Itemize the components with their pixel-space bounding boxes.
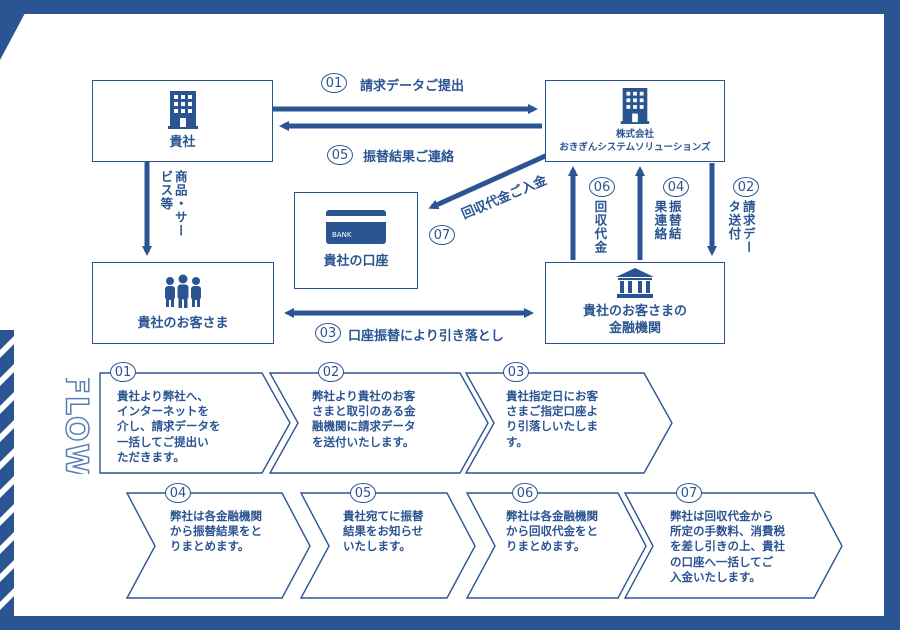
node-kisha-label: 貴社 bbox=[169, 134, 196, 150]
step-text-07: 弊社は回収代金から 所定の手数料、消費税 を差し引きの上、貴社 の口座へ一括して… bbox=[670, 509, 785, 584]
num-circle-01: 01 bbox=[321, 73, 347, 93]
step-text-06: 弊社は各金融機関 から回収代金をと りまとめます。 bbox=[506, 509, 598, 554]
people-icon bbox=[165, 274, 201, 308]
edge-label-06: 回収代金 bbox=[592, 200, 608, 254]
step-num-06: 06 bbox=[512, 483, 538, 503]
step-chevron-03 bbox=[464, 372, 673, 474]
node-customer: 貴社のお客さま bbox=[92, 262, 274, 344]
node-bank: 貴社のお客さまの 金融機関 bbox=[545, 262, 725, 344]
step-text-01: 貴社より弊社へ、 インターネットを 介し、請求データを 一括してご提出い ただき… bbox=[117, 389, 221, 464]
step-num-03: 03 bbox=[503, 362, 529, 382]
step-text-04: 弊社は各金融機関 から振替結果をと りまとめます。 bbox=[170, 509, 262, 554]
node-account: BANK 貴社の口座 bbox=[294, 192, 418, 289]
bank-building-icon bbox=[616, 268, 654, 299]
bank-card-icon: BANK bbox=[326, 210, 386, 245]
node-oki: 株式会社 おきぎんシステムソリューションズ bbox=[545, 80, 725, 162]
edge-label-01: 請求データご提出 bbox=[360, 79, 465, 94]
node-kisha: 貴社 bbox=[92, 80, 273, 162]
step-chevron-01 bbox=[99, 372, 291, 474]
step-text-05: 貴社宛てに振替 結果をお知らせ いたします。 bbox=[343, 509, 424, 554]
num-circle-04: 04 bbox=[663, 177, 689, 197]
frame-right-border bbox=[884, 0, 900, 630]
edge-label-05: 振替結果ご連絡 bbox=[363, 150, 455, 165]
edge-label-02: 請求データ送付 bbox=[726, 200, 756, 254]
node-bank-label: 貴社のお客さまの 金融機関 bbox=[582, 304, 687, 336]
frame-top-border bbox=[0, 0, 900, 14]
num-circle-05: 05 bbox=[327, 145, 353, 165]
step-num-01: 01 bbox=[110, 362, 136, 382]
step-chevron-05 bbox=[299, 492, 476, 599]
step-num-05: 05 bbox=[350, 483, 376, 503]
corner-decoration bbox=[0, 0, 32, 60]
bank-card-text: BANK bbox=[332, 231, 352, 239]
step-chevron-07 bbox=[623, 492, 843, 599]
edge-label-goods: 商品・サービス等 bbox=[158, 170, 188, 238]
flow-title-text: FLOW bbox=[59, 378, 94, 474]
building-icon bbox=[620, 88, 650, 125]
step-chevron-02 bbox=[268, 372, 489, 474]
frame-bottom-border bbox=[0, 616, 900, 630]
step-num-02: 02 bbox=[318, 362, 344, 382]
step-num-07: 07 bbox=[676, 483, 702, 503]
arrow-07 bbox=[428, 150, 554, 210]
node-customer-label: 貴社のお客さま bbox=[137, 315, 229, 331]
step-chevron-04 bbox=[125, 492, 311, 599]
step-text-03: 貴社指定日にお客 さまご指定口座よ り引落しいたしま す。 bbox=[506, 389, 598, 449]
edge-label-03: 口座振替により引き落とし bbox=[348, 329, 504, 344]
node-oki-label: 株式会社 おきぎんシステムソリューションズ bbox=[559, 129, 711, 153]
striped-decoration bbox=[0, 330, 14, 620]
step-text-02: 弊社より貴社のお客 さまと取引のある金 融機関に請求データ を送付いたします。 bbox=[312, 389, 416, 449]
edge-label-04: 振替結果連絡 bbox=[652, 200, 682, 241]
num-circle-07: 07 bbox=[429, 225, 455, 245]
num-circle-06: 06 bbox=[589, 177, 615, 197]
node-account-label: 貴社の口座 bbox=[323, 254, 389, 270]
flow-title: FLOW bbox=[58, 378, 95, 474]
num-circle-03: 03 bbox=[315, 323, 341, 343]
num-circle-02: 02 bbox=[733, 177, 759, 197]
building-icon bbox=[167, 90, 198, 129]
step-chevron-06 bbox=[465, 492, 647, 599]
step-num-04: 04 bbox=[165, 483, 191, 503]
